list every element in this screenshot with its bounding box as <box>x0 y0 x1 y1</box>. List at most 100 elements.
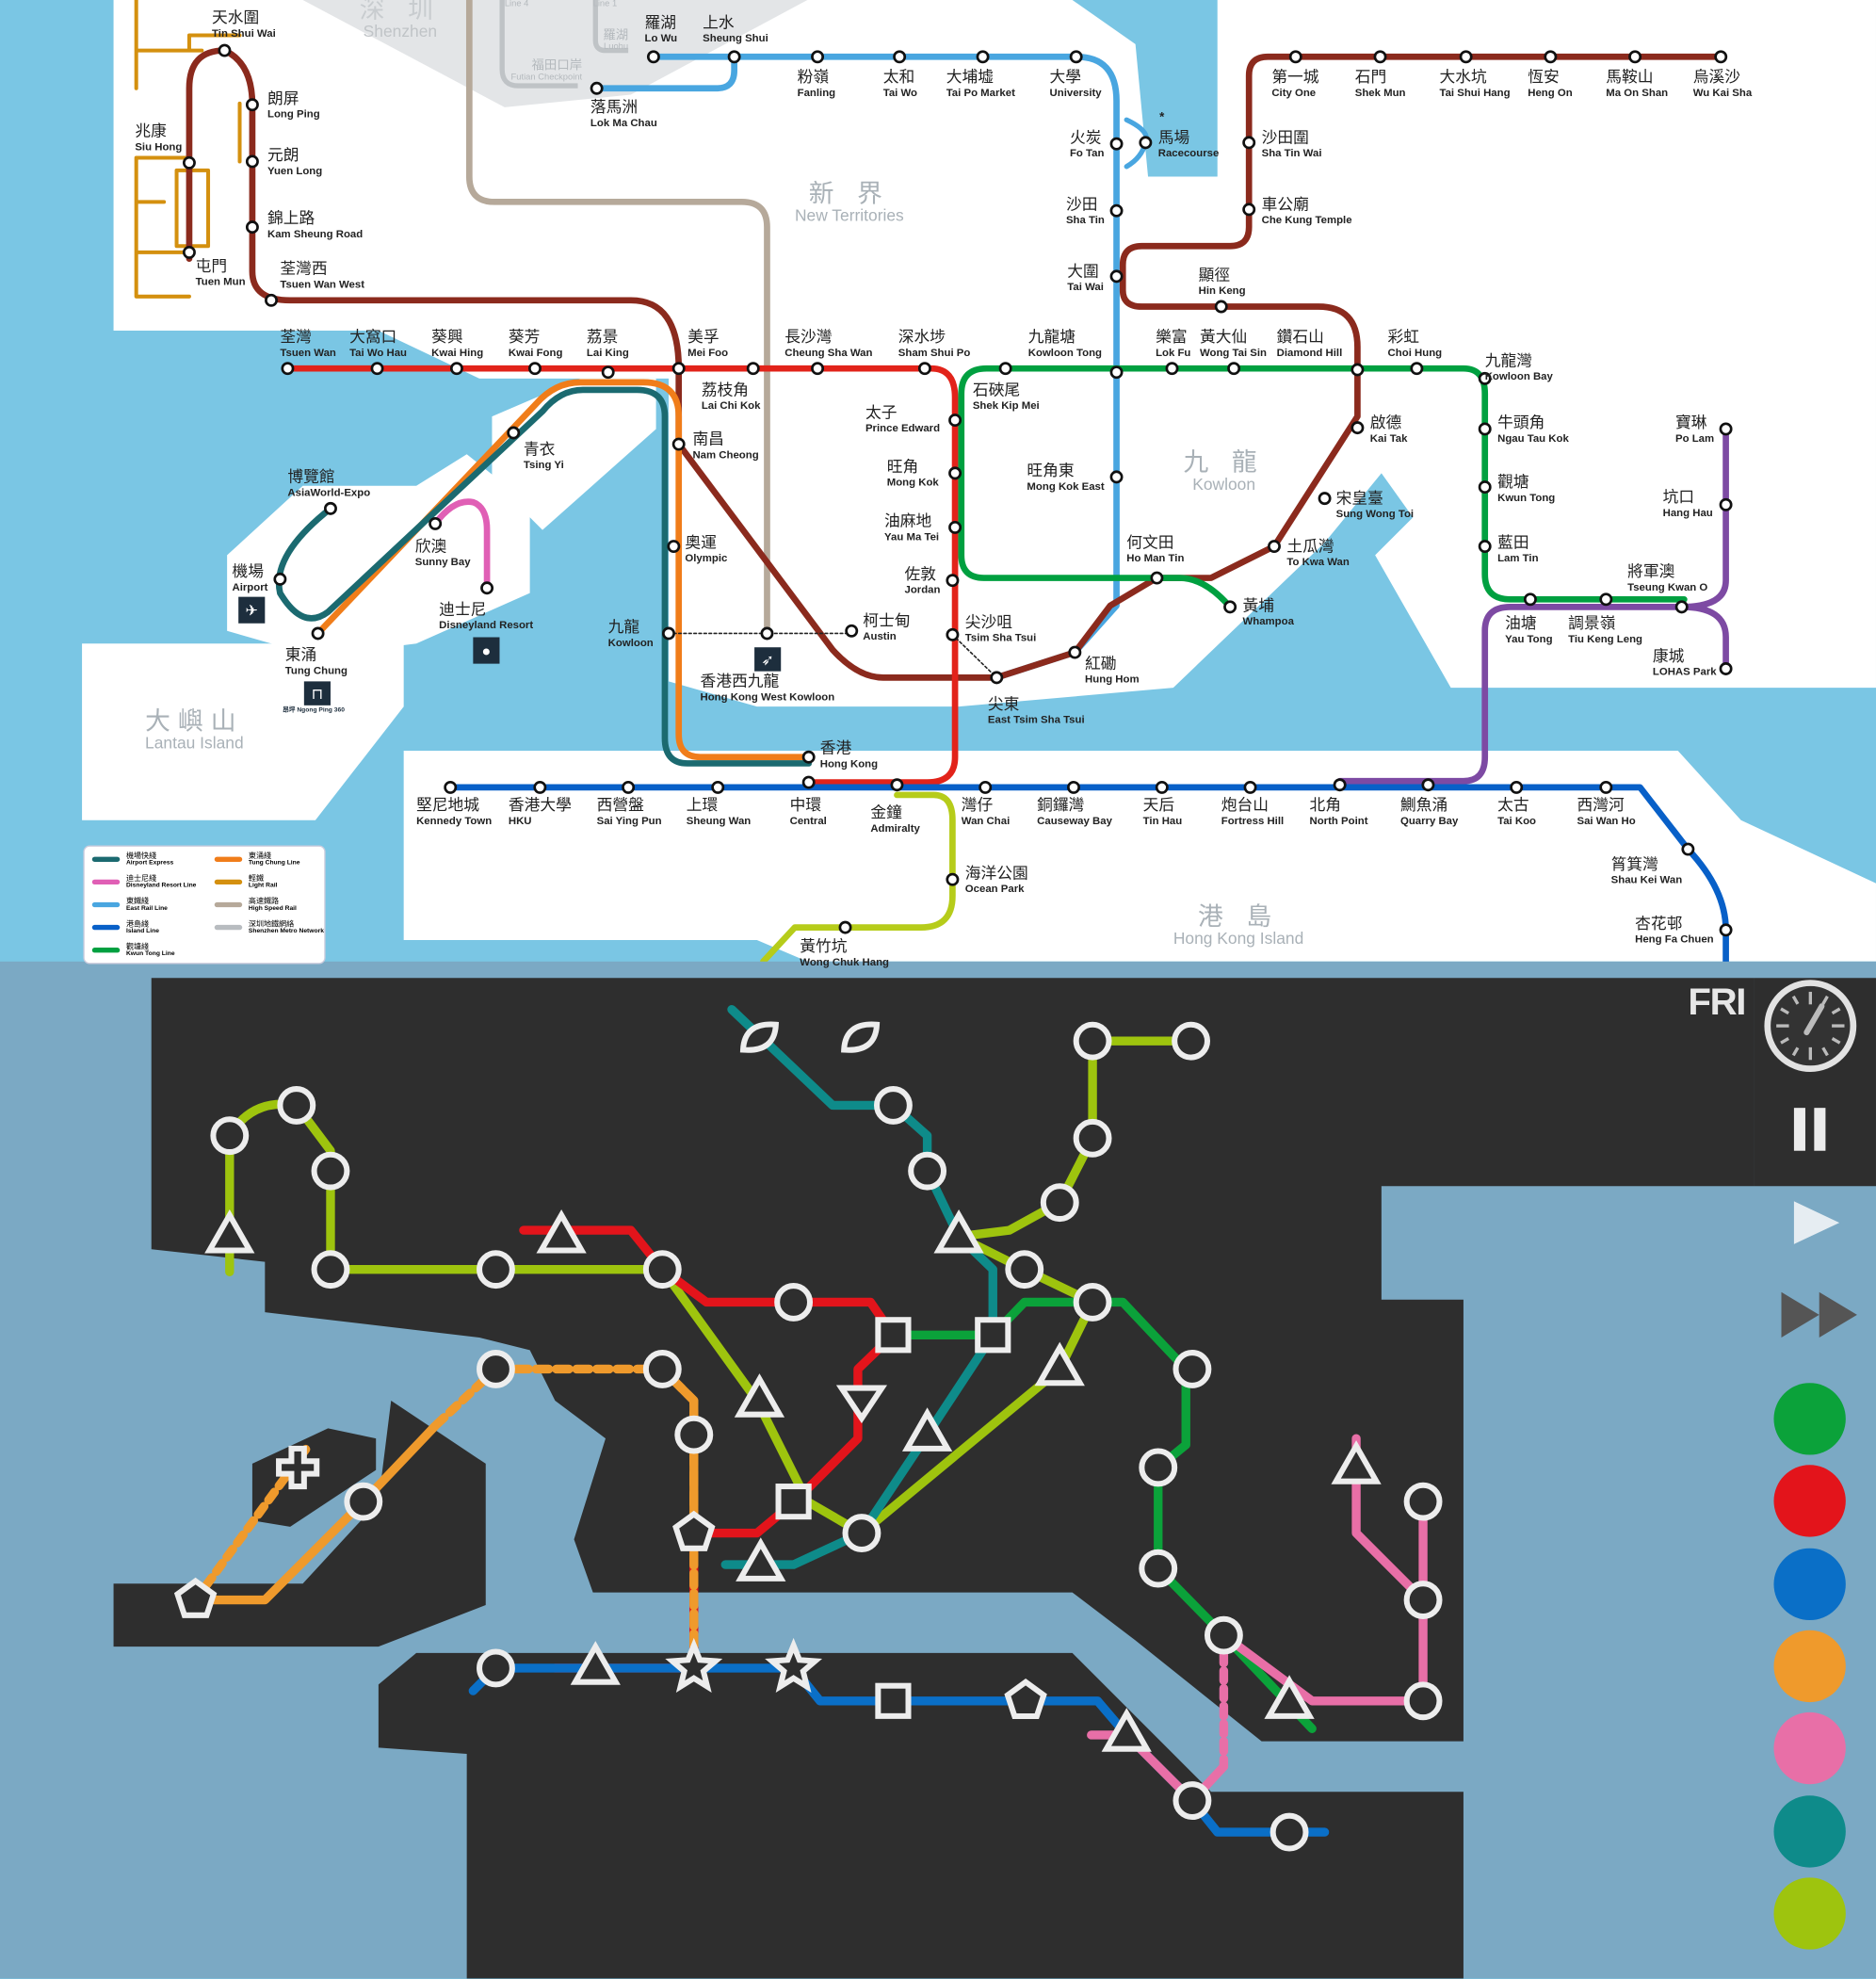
station-marker[interactable] <box>1268 540 1281 554</box>
pentagon-station[interactable] <box>1004 1678 1047 1720</box>
triangle-station[interactable] <box>570 1641 621 1685</box>
station-marker[interactable] <box>667 540 681 554</box>
circle-station[interactable] <box>1040 1183 1079 1223</box>
station-marker[interactable] <box>662 626 675 641</box>
triangle-station[interactable] <box>736 1537 786 1582</box>
station-marker[interactable] <box>801 775 816 789</box>
station-marker[interactable] <box>1242 203 1256 217</box>
station-marker[interactable] <box>946 574 960 588</box>
station-marker[interactable] <box>948 466 962 480</box>
circle-station[interactable] <box>311 1151 350 1191</box>
station-marker[interactable] <box>1681 842 1695 856</box>
station-marker[interactable] <box>245 154 259 169</box>
station-marker[interactable] <box>1067 780 1080 794</box>
station-marker[interactable] <box>1674 600 1689 614</box>
station-marker[interactable] <box>1214 300 1228 314</box>
circle-station[interactable] <box>311 1250 350 1290</box>
cross-station[interactable] <box>276 1445 320 1490</box>
station-marker[interactable] <box>1628 50 1642 64</box>
circle-station[interactable] <box>1073 1283 1112 1322</box>
station-marker[interactable] <box>978 780 993 794</box>
station-marker[interactable] <box>1288 50 1302 64</box>
station-marker[interactable] <box>590 81 604 95</box>
play-button[interactable] <box>1791 1199 1842 1247</box>
station-marker[interactable] <box>444 780 458 794</box>
circle-station[interactable] <box>210 1116 250 1156</box>
station-marker[interactable] <box>429 516 443 530</box>
station-marker[interactable] <box>182 245 196 259</box>
leaf-station[interactable] <box>841 1021 881 1053</box>
station-marker[interactable] <box>1150 571 1164 585</box>
circle-station[interactable] <box>1073 1021 1112 1061</box>
square-station[interactable] <box>975 1317 1011 1354</box>
triangle-station[interactable] <box>1101 1708 1152 1752</box>
station-marker[interactable] <box>711 780 725 794</box>
station-marker[interactable] <box>1719 422 1733 436</box>
station-marker[interactable] <box>1350 363 1365 377</box>
station-marker[interactable] <box>1318 492 1332 506</box>
station-marker[interactable] <box>218 43 232 57</box>
station-marker[interactable] <box>948 520 962 534</box>
station-marker[interactable] <box>1478 540 1492 554</box>
circle-station[interactable] <box>1172 1021 1211 1061</box>
circle-station[interactable] <box>477 1648 515 1688</box>
station-marker[interactable] <box>946 872 960 886</box>
station-marker[interactable] <box>1478 422 1492 436</box>
square-station[interactable] <box>875 1317 912 1354</box>
orange-game-line[interactable] <box>190 1421 440 1605</box>
station-marker[interactable] <box>449 362 463 376</box>
square-station[interactable] <box>875 1682 912 1719</box>
station-marker[interactable] <box>1599 592 1613 607</box>
line-color-button-blue[interactable] <box>1773 1548 1846 1620</box>
station-marker[interactable] <box>281 362 295 376</box>
circle-station[interactable] <box>842 1514 881 1553</box>
station-marker[interactable] <box>893 50 907 64</box>
station-marker[interactable] <box>1109 365 1124 380</box>
station-marker[interactable] <box>917 362 931 376</box>
circle-station[interactable] <box>642 1350 682 1388</box>
circle-station[interactable] <box>1172 1781 1212 1821</box>
station-marker[interactable] <box>1599 780 1613 794</box>
station-marker[interactable] <box>990 671 1004 685</box>
station-marker[interactable] <box>1510 780 1524 794</box>
circle-station[interactable] <box>1204 1615 1243 1655</box>
station-marker[interactable] <box>1109 137 1124 151</box>
circle-station[interactable] <box>1172 1350 1212 1388</box>
circle-station[interactable] <box>1139 1448 1178 1487</box>
station-marker[interactable] <box>1719 662 1733 675</box>
station-marker[interactable] <box>976 50 990 64</box>
pink-game-line[interactable] <box>1087 1730 1229 1806</box>
station-marker[interactable] <box>1544 50 1558 64</box>
triangle-station[interactable] <box>901 1407 953 1452</box>
station-marker[interactable] <box>311 626 325 641</box>
station-marker[interactable] <box>1719 923 1733 937</box>
station-marker[interactable] <box>324 501 337 515</box>
station-marker[interactable] <box>370 362 384 376</box>
station-marker[interactable] <box>671 437 686 451</box>
station-marker[interactable] <box>671 362 686 376</box>
circle-station[interactable] <box>674 1415 714 1454</box>
station-marker[interactable] <box>1714 50 1728 64</box>
circle-station[interactable] <box>1005 1250 1044 1290</box>
circle-station[interactable] <box>1270 1812 1309 1852</box>
station-marker[interactable] <box>811 362 825 376</box>
pentagon-station[interactable] <box>672 1510 716 1551</box>
station-marker[interactable] <box>1373 50 1387 64</box>
circle-station[interactable] <box>908 1151 947 1191</box>
line-color-button-red[interactable] <box>1773 1465 1846 1538</box>
triangle-station[interactable] <box>1264 1675 1315 1719</box>
circle-station[interactable] <box>477 1250 515 1290</box>
triangle-station[interactable] <box>1034 1341 1085 1387</box>
station-marker[interactable] <box>1333 778 1347 792</box>
station-marker[interactable] <box>1068 645 1082 659</box>
star-station[interactable] <box>665 1637 723 1693</box>
triangle-station[interactable] <box>933 1208 984 1254</box>
station-marker[interactable] <box>1478 371 1492 385</box>
station-marker[interactable] <box>998 362 1012 376</box>
pentagon-station[interactable] <box>173 1577 218 1618</box>
station-marker[interactable] <box>746 362 760 376</box>
station-marker[interactable] <box>1719 497 1733 511</box>
station-marker[interactable] <box>801 750 816 764</box>
station-marker[interactable] <box>890 778 904 792</box>
lime-game-line[interactable] <box>225 1036 1196 1538</box>
